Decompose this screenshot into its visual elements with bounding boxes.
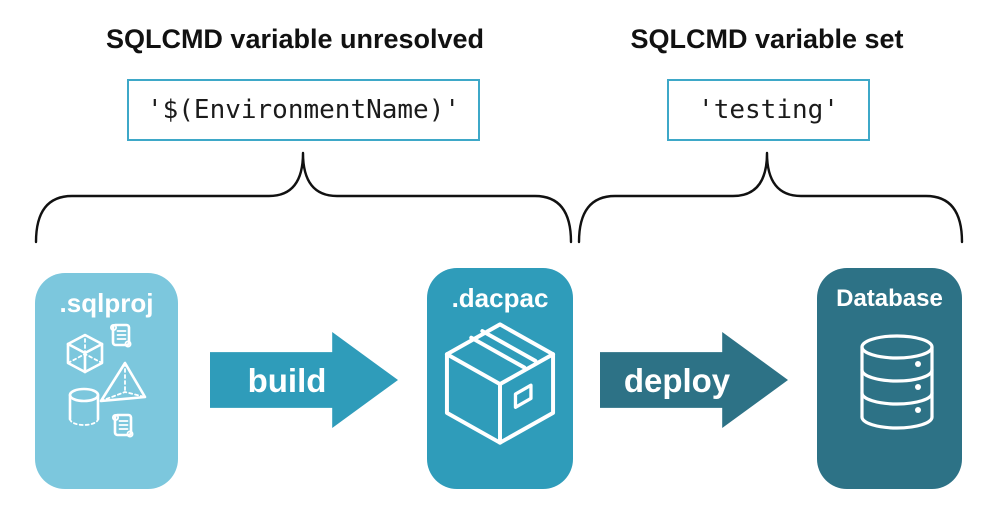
left-curly-brace-icon bbox=[34, 151, 573, 244]
stage-label-dacpac: .dacpac bbox=[451, 283, 549, 313]
stage-label-sqlproj: .sqlproj bbox=[59, 288, 154, 318]
pyramid-icon bbox=[99, 361, 147, 403]
stage-label-database: Database bbox=[836, 285, 943, 312]
stage-card-dacpac: .dacpac bbox=[427, 268, 573, 489]
database-cylinder-icon bbox=[860, 334, 934, 430]
stage-card-database: Database bbox=[817, 268, 962, 489]
cylinder-icon bbox=[68, 387, 100, 426]
stage-card-sqlproj: .sqlproj bbox=[35, 273, 178, 489]
right-curly-brace-icon bbox=[577, 151, 964, 244]
build-arrow-label: build bbox=[247, 361, 327, 399]
code-text-testing-value: 'testing' bbox=[698, 95, 839, 125]
sqlproj-objects-icon bbox=[66, 323, 147, 438]
build-arrow: build bbox=[210, 332, 398, 428]
brace-group bbox=[34, 151, 964, 244]
heading-sqlcmd-variable-unresolved: SQLCMD variable unresolved bbox=[105, 24, 485, 54]
heading-sqlcmd-variable-set: SQLCMD variable set bbox=[630, 24, 904, 54]
package-box-icon bbox=[444, 322, 556, 445]
code-box-environment-variable: '$(EnvironmentName)' bbox=[127, 79, 480, 141]
code-text-environment-variable: '$(EnvironmentName)' bbox=[146, 95, 461, 125]
deploy-arrow: deploy bbox=[600, 332, 788, 428]
deploy-arrow-label: deploy bbox=[623, 361, 731, 399]
script-scroll-icon bbox=[110, 323, 132, 348]
script-scroll-icon bbox=[112, 413, 134, 438]
cube-icon bbox=[66, 333, 104, 374]
code-box-testing-value: 'testing' bbox=[667, 79, 870, 141]
